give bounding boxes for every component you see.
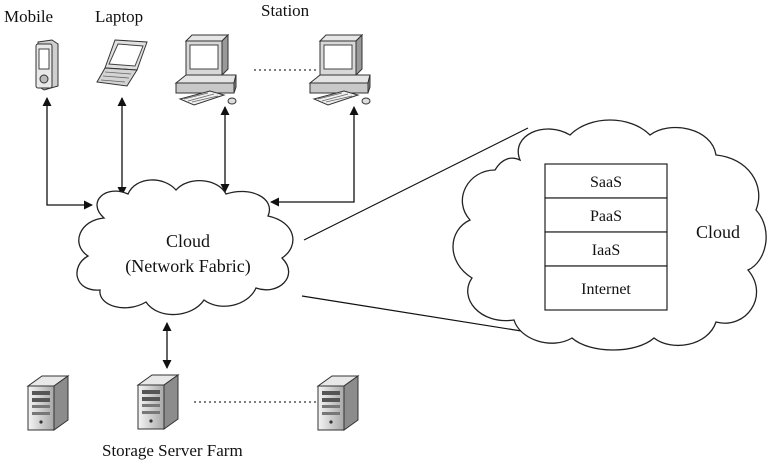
station-right-link-arrow — [270, 106, 359, 207]
mobile-label: Mobile — [4, 7, 53, 26]
desktop-station-icon — [175, 34, 237, 106]
zoom-line-top — [303, 127, 529, 241]
server-icon — [27, 375, 69, 431]
station-label: Station — [261, 1, 310, 20]
laptop-label: Laptop — [95, 7, 143, 26]
paas-label: PaaS — [590, 208, 622, 225]
iaas-label: IaaS — [592, 242, 620, 259]
network-cloud-title: Cloud — [166, 231, 210, 251]
connection-arrows — [42, 97, 359, 369]
laptop-icon — [96, 39, 148, 87]
mobile-link-arrow — [42, 97, 93, 210]
network-cloud-shape — [76, 179, 294, 316]
server-icon — [317, 375, 359, 431]
saas-label: SaaS — [590, 174, 622, 191]
service-stack — [544, 163, 668, 311]
server-icon — [137, 374, 179, 430]
desktop-station-icon — [309, 34, 371, 106]
mobile-device-icon — [35, 39, 59, 91]
internet-layer — [544, 265, 668, 311]
network-cloud-subtitle: (Network Fabric) — [125, 256, 250, 277]
server-farm-label: Storage Server Farm — [102, 441, 243, 460]
detail-cloud-label: Cloud — [696, 222, 740, 242]
internet-label: Internet — [581, 281, 631, 298]
zoom-line-bottom — [301, 295, 541, 335]
